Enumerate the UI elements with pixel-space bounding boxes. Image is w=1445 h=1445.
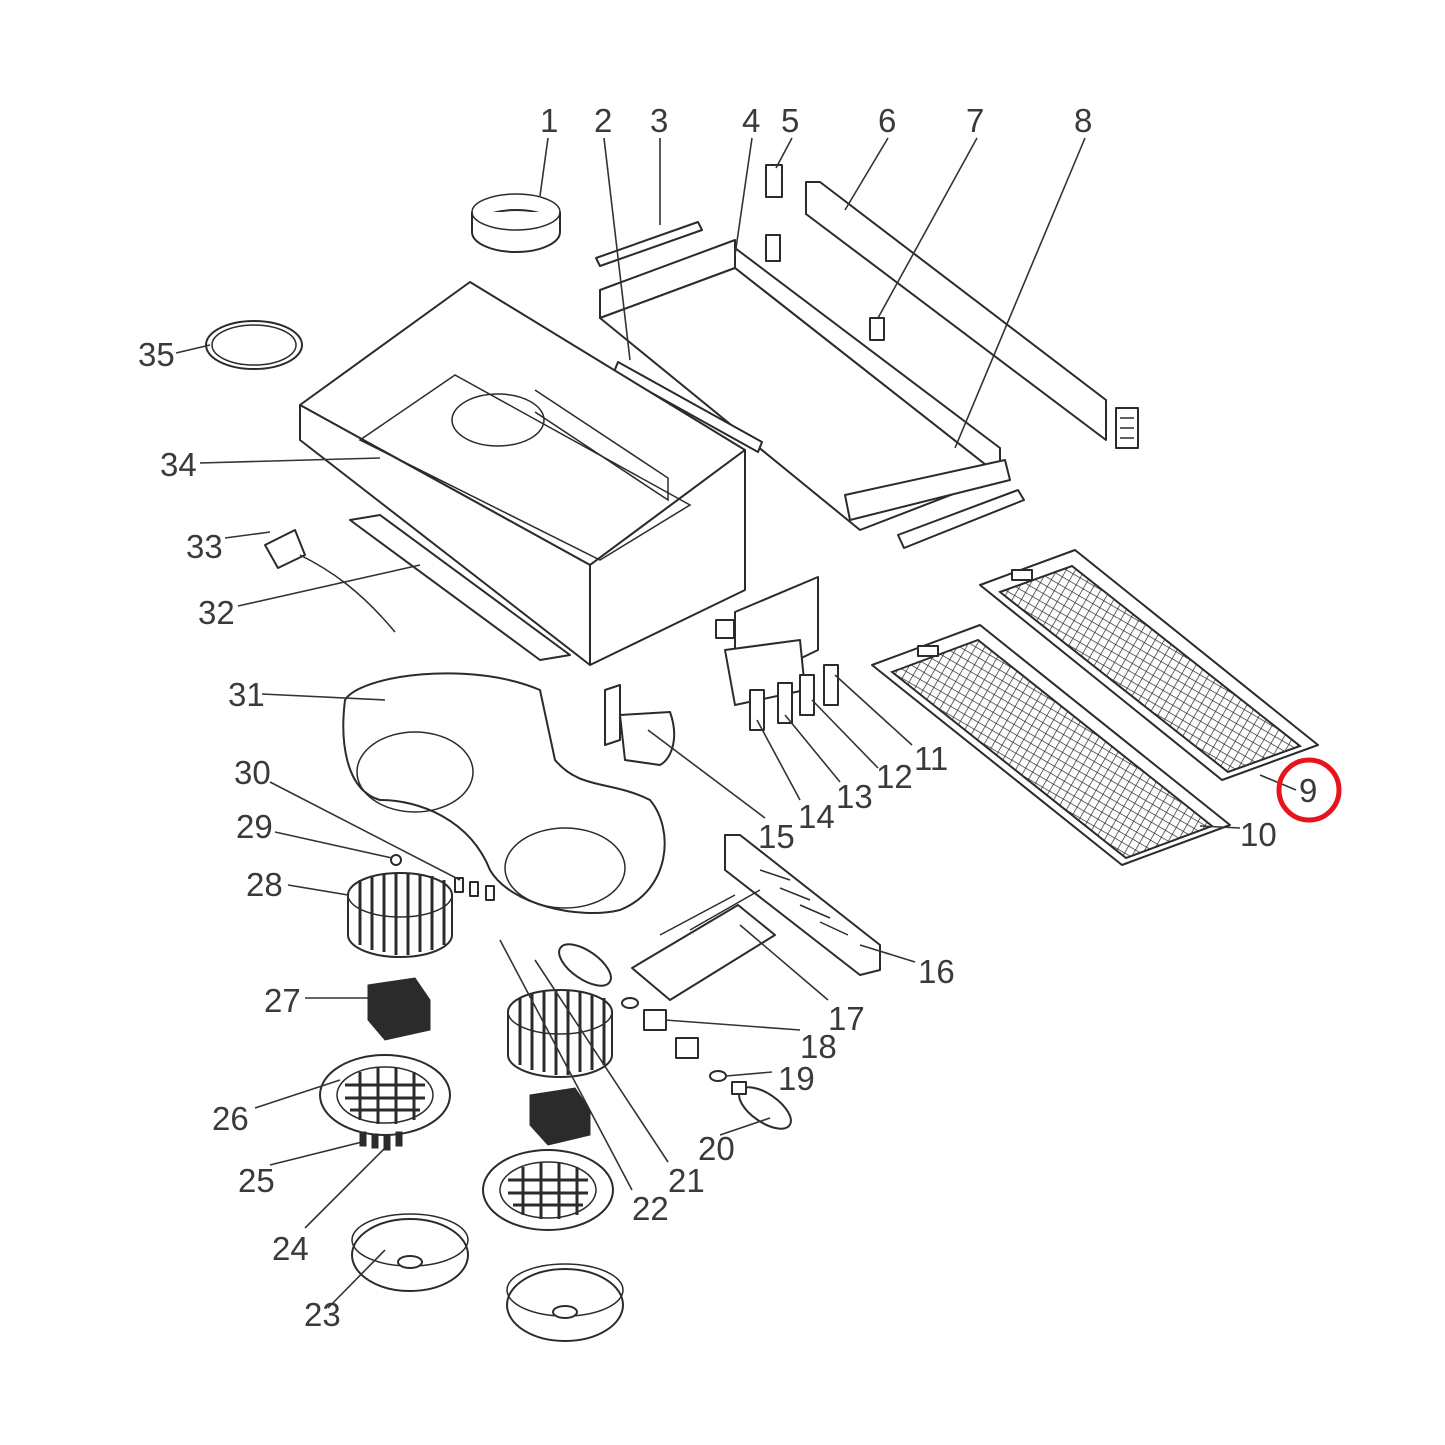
label-17: 17 <box>828 1000 865 1037</box>
part-6-angle-bar <box>805 181 1107 441</box>
part-18-lamp-holder <box>621 997 699 1059</box>
part-32-panel <box>349 514 571 661</box>
part-4-mounting-bracket <box>599 239 1011 531</box>
label-9: 9 <box>1299 772 1317 809</box>
label-1: 1 <box>540 102 558 139</box>
part-33-power-plug <box>264 529 396 633</box>
label-4: 4 <box>742 102 760 139</box>
label-7: 7 <box>966 102 984 139</box>
label-32: 32 <box>198 594 235 631</box>
label-11: 11 <box>914 740 948 777</box>
part-5-clip <box>765 164 783 262</box>
part-20-bulb <box>731 1081 792 1130</box>
label-10: 10 <box>1240 816 1277 853</box>
part-23-cover <box>351 1213 469 1292</box>
part-29-30-screws <box>390 854 495 901</box>
part-9-grease-filter <box>979 549 1319 781</box>
part-28-impeller <box>347 872 453 958</box>
part-26-grill-plate <box>319 1054 451 1136</box>
part-17-board-holder <box>631 889 776 1001</box>
label-2: 2 <box>594 102 612 139</box>
label-6: 6 <box>878 102 896 139</box>
label-29: 29 <box>236 808 273 845</box>
label-27: 27 <box>264 982 301 1019</box>
label-33: 33 <box>186 528 223 565</box>
part-7-bracket-clip <box>869 317 885 341</box>
label-3: 3 <box>650 102 668 139</box>
label-16: 16 <box>918 953 955 990</box>
part-bulb-upper <box>558 943 612 987</box>
label-25: 25 <box>238 1162 275 1199</box>
label-34: 34 <box>160 446 197 483</box>
label-30: 30 <box>234 754 271 791</box>
label-28: 28 <box>246 866 283 903</box>
part-34-hood-body <box>299 281 746 666</box>
part-10-grease-filter <box>871 624 1231 866</box>
label-24: 24 <box>272 1230 309 1267</box>
part-number-labels: 1 2 3 4 5 6 7 8 9 10 11 12 13 14 15 16 1… <box>138 102 1317 1333</box>
label-26: 26 <box>212 1100 249 1137</box>
part-19-washer <box>709 1070 727 1082</box>
part-cover-right <box>506 1263 624 1342</box>
part-21-impeller <box>507 989 613 1078</box>
part-3-rail <box>595 221 703 267</box>
label-22: 22 <box>632 1190 669 1227</box>
label-8: 8 <box>1074 102 1092 139</box>
part-24-25-screws <box>359 1131 403 1151</box>
part-35-gasket-ring <box>205 320 303 370</box>
highlight-circle <box>1276 757 1342 823</box>
label-35: 35 <box>138 336 175 373</box>
part-31-blower-housing <box>342 672 666 914</box>
part-15-flap <box>604 684 676 766</box>
label-14: 14 <box>798 798 835 835</box>
part-27-motor <box>367 977 431 1041</box>
label-5: 5 <box>781 102 799 139</box>
part-16-switch-cover <box>724 834 881 976</box>
label-23: 23 <box>304 1296 341 1333</box>
label-18: 18 <box>800 1028 837 1065</box>
label-13: 13 <box>836 778 873 815</box>
label-21: 21 <box>668 1162 705 1199</box>
leader-lines <box>175 137 1297 1309</box>
part-1-duct-collar <box>471 193 561 253</box>
part-11-14-control-board <box>715 576 839 731</box>
label-20: 20 <box>698 1130 735 1167</box>
part-grill-plate-right <box>482 1149 614 1231</box>
part-8-rail <box>897 407 1139 549</box>
part-22-motor <box>529 1087 591 1146</box>
label-12: 12 <box>876 758 913 795</box>
label-19: 19 <box>778 1060 815 1097</box>
label-31: 31 <box>228 676 265 713</box>
part-2-rod <box>613 361 763 453</box>
label-15: 15 <box>758 818 795 855</box>
